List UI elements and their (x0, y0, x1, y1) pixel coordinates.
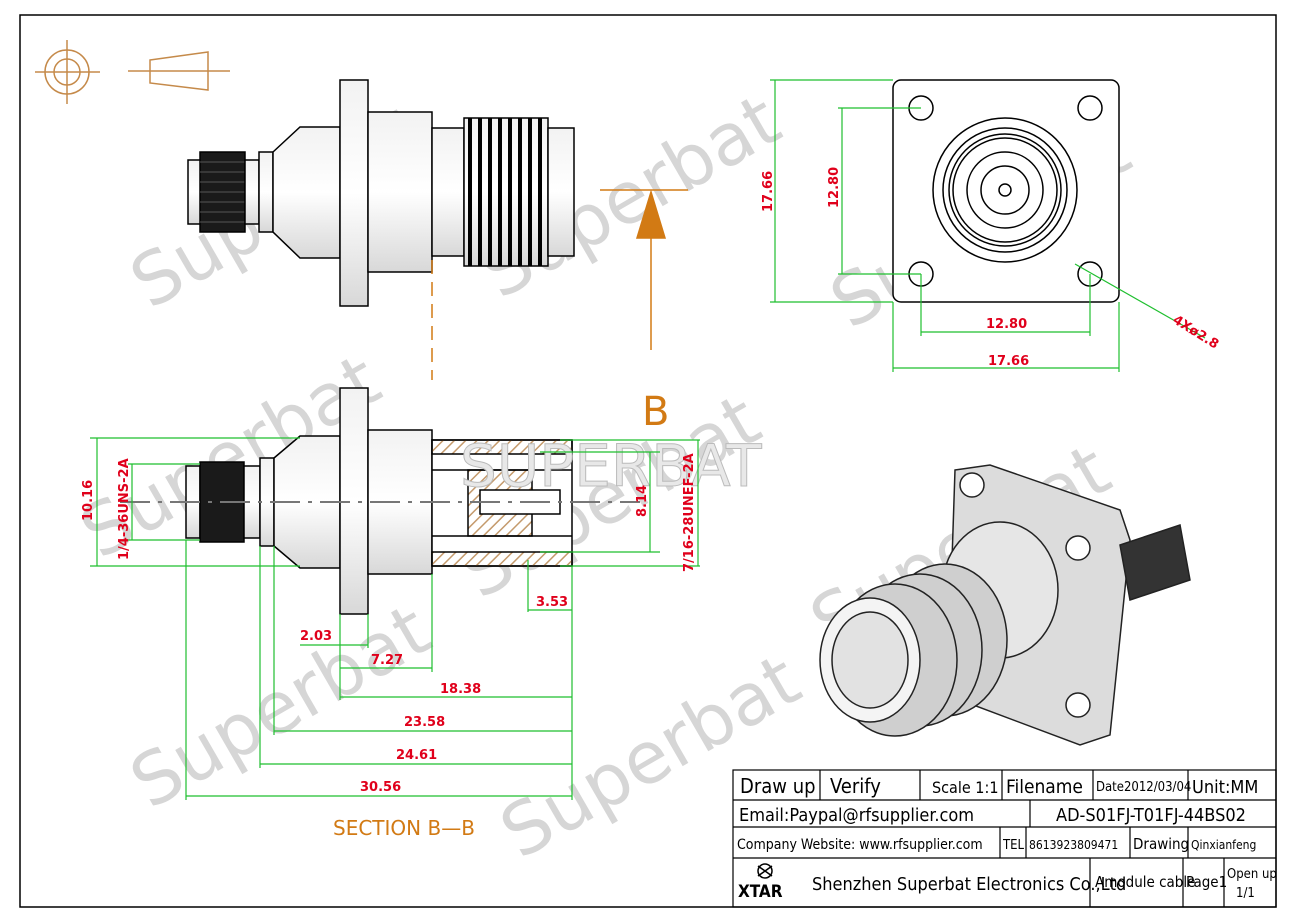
dim-30-56: 30.56 (360, 780, 401, 795)
tb-filename-label: Filename (1006, 776, 1083, 798)
dim-24-61: 24.61 (396, 748, 437, 763)
tb-scale: Scale 1:1 (932, 778, 998, 797)
tb-verify: Verify (830, 774, 881, 798)
thread-right-label: 7/16-28UNEF-2A (682, 453, 697, 572)
overlay-logo: SUPERBAT (460, 432, 762, 500)
dim-hole-vertical: 12.80 (827, 167, 842, 208)
dim-2-03: 2.03 (300, 629, 332, 644)
extension-lines (90, 437, 700, 800)
dim-10-16: 10.16 (81, 480, 96, 521)
projection-symbol-icon (35, 40, 230, 104)
tb-tel-label: TEL (1002, 838, 1025, 853)
tb-company: Shenzhen Superbat Electronics Co.,Ltd (812, 874, 1126, 895)
tb-email: Email:Paypal@rfsupplier.com (739, 805, 974, 826)
tb-sheet: 1/1 (1236, 886, 1255, 901)
tb-logo: XTAR (738, 882, 783, 902)
dim-flange-width: 17.66 (988, 354, 1029, 369)
tb-page: Page1 (1186, 873, 1227, 891)
section-caption: SECTION B—B (333, 816, 475, 840)
dim-hole-horizontal: 12.80 (986, 317, 1027, 332)
tb-product: Amodule cable (1095, 873, 1195, 891)
flange-front-view (892, 79, 1120, 303)
tb-draw-up: Draw up (740, 774, 816, 798)
thread-left-label: 1/4-36UNS-2A (117, 458, 132, 560)
dim-7-27: 7.27 (371, 653, 403, 668)
tb-open-up: Open up (1227, 867, 1277, 882)
dim-3-53: 3.53 (536, 595, 568, 610)
dim-18-38: 18.38 (440, 682, 481, 697)
section-cut-marker (431, 189, 688, 380)
flange-dimension-lines (770, 79, 1206, 372)
tb-website: Company Website: www.rfsupplier.com (737, 837, 983, 853)
tb-part-number: AD-S01FJ-T01FJ-44BS02 (1056, 805, 1246, 826)
dim-flange-height: 17.66 (761, 171, 776, 212)
sheet-border (19, 14, 1277, 908)
tb-drawing-label: Drawing (1133, 835, 1189, 853)
dim-holes: 4Xø2.8 (1170, 313, 1221, 353)
tb-unit: Unit:MM (1192, 777, 1258, 798)
xtar-logo-icon (757, 863, 773, 879)
dim-8-14: 8.14 (635, 485, 650, 517)
title-block (732, 769, 1277, 908)
section-view (185, 387, 573, 615)
connector-3d-view (819, 464, 1191, 746)
top-side-view (187, 79, 575, 307)
dim-23-58: 23.58 (404, 715, 445, 730)
tb-drawer: Qinxianfeng (1191, 838, 1256, 852)
tb-tel: 8613923809471 (1029, 838, 1118, 852)
tb-date: Date2012/03/04 (1096, 780, 1191, 795)
section-letter: B (642, 389, 669, 435)
